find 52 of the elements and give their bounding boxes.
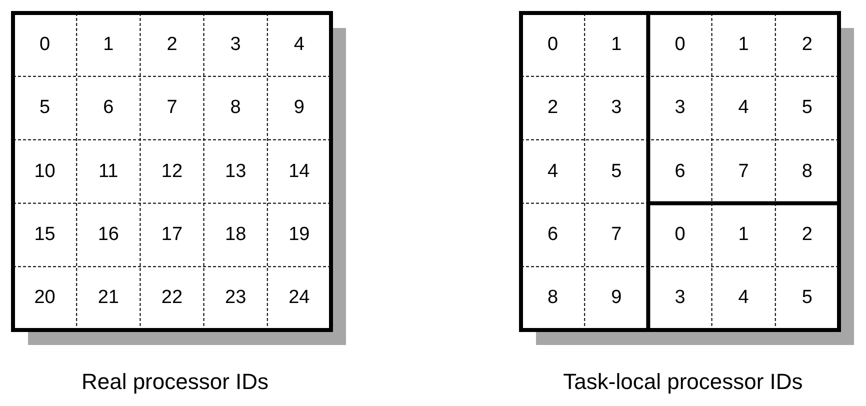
processor-id: 4	[738, 97, 749, 120]
processor-id: 23	[225, 287, 246, 310]
processor-id: 5	[40, 97, 50, 120]
processor-id: 3	[674, 287, 686, 310]
processor-id: 10	[34, 160, 56, 182]
processor-id: 7	[166, 97, 178, 120]
processor-id: 8	[802, 160, 812, 182]
processor-id: 4	[294, 34, 304, 56]
processor-id: 9	[611, 287, 622, 310]
processor-id: 8	[230, 97, 241, 120]
processor-id: 7	[738, 160, 749, 182]
processor-id: 13	[225, 160, 246, 182]
processor-id: 5	[802, 97, 812, 120]
processor-id: 0	[548, 34, 558, 56]
processor-id: 6	[548, 224, 558, 246]
processor-id: 22	[161, 287, 183, 310]
processor-id: 20	[34, 287, 56, 310]
processor-id: 4	[738, 287, 749, 310]
processor-id: 2	[548, 97, 558, 120]
processor-id: 5	[802, 287, 812, 310]
processor-id: 1	[103, 34, 114, 56]
processor-id: 18	[225, 224, 246, 246]
processor-id: 16	[98, 224, 119, 246]
processor-id: 1	[611, 34, 622, 56]
processor-id: 6	[103, 97, 114, 120]
processor-id: 21	[98, 287, 119, 310]
processor-id: 12	[161, 160, 183, 182]
processor-id: 3	[611, 97, 622, 120]
processor-id: 3	[674, 97, 686, 120]
processor-id: 1	[738, 224, 749, 246]
grid-caption: Real processor IDs	[81, 369, 269, 395]
processor-id: 7	[611, 224, 622, 246]
processor-id: 14	[288, 160, 310, 182]
processor-id: 0	[40, 34, 50, 56]
processor-id: 6	[674, 160, 686, 182]
processor-id: 9	[294, 97, 304, 120]
processor-id: 0	[674, 224, 686, 246]
processor-id: 5	[611, 160, 622, 182]
processor-id: 11	[98, 160, 118, 182]
processor-id: 2	[802, 224, 812, 246]
processor-id: 24	[288, 287, 310, 310]
processor-id: 8	[548, 287, 558, 310]
processor-id: 0	[674, 34, 686, 56]
processor-id: 15	[34, 224, 56, 246]
processor-id: 2	[802, 34, 812, 56]
processor-id: 2	[166, 34, 178, 56]
processor-id: 19	[288, 224, 310, 246]
processor-id: 3	[230, 34, 241, 56]
processor-id: 4	[548, 160, 558, 182]
grid-caption: Task-local processor IDs	[563, 369, 803, 395]
processor-id: 1	[738, 34, 749, 56]
processor-id: 17	[161, 224, 183, 246]
